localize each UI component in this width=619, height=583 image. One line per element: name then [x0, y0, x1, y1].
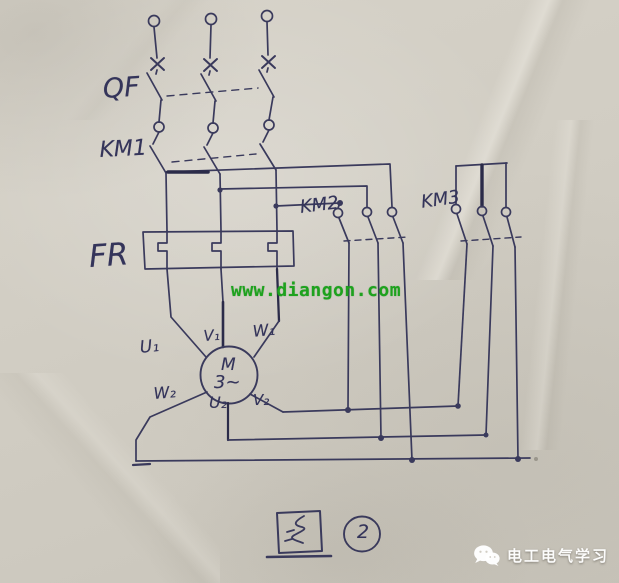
wechat-icon	[474, 545, 500, 566]
thermal-relay-fr-symbol	[142, 230, 295, 270]
figure-number-circle	[343, 515, 381, 553]
stamp-box	[265, 510, 333, 559]
thermal-relay-label: FR	[87, 236, 130, 275]
channel-watermark: 电工电气学习	[473, 544, 609, 567]
motor-phase-text: 3~	[214, 372, 241, 393]
terminal-label-u1: U₁	[138, 335, 161, 358]
contactor-km3-symbol	[450, 162, 522, 460]
breaker-label: QF	[101, 71, 141, 105]
figure-number: 2	[356, 521, 370, 543]
contactor-km2-symbol	[332, 206, 413, 461]
phase-wiring	[165, 163, 393, 232]
motor-leads	[166, 267, 281, 358]
terminal-label-v1: V₁	[202, 325, 221, 345]
contactor-km1-symbol	[149, 129, 277, 175]
channel-watermark-text: 电工电气学习	[507, 547, 610, 565]
main-contactor-label: KM1	[98, 135, 148, 163]
supply-terminals	[147, 9, 274, 59]
motor-letter: M	[221, 355, 236, 375]
terminal-label-w1: W₁	[251, 319, 276, 341]
motor-symbol	[135, 345, 284, 462]
terminal-label-u2: U₂	[209, 393, 228, 412]
terminal-label-v2: V₂	[253, 391, 270, 409]
terminal-label-w2: W₂	[152, 382, 177, 403]
breaker-qf-symbol	[146, 55, 276, 134]
bottom-wiring	[131, 403, 538, 467]
delta-contactor-label: KM2	[298, 192, 340, 218]
site-watermark: www.diangon.com	[231, 280, 402, 301]
